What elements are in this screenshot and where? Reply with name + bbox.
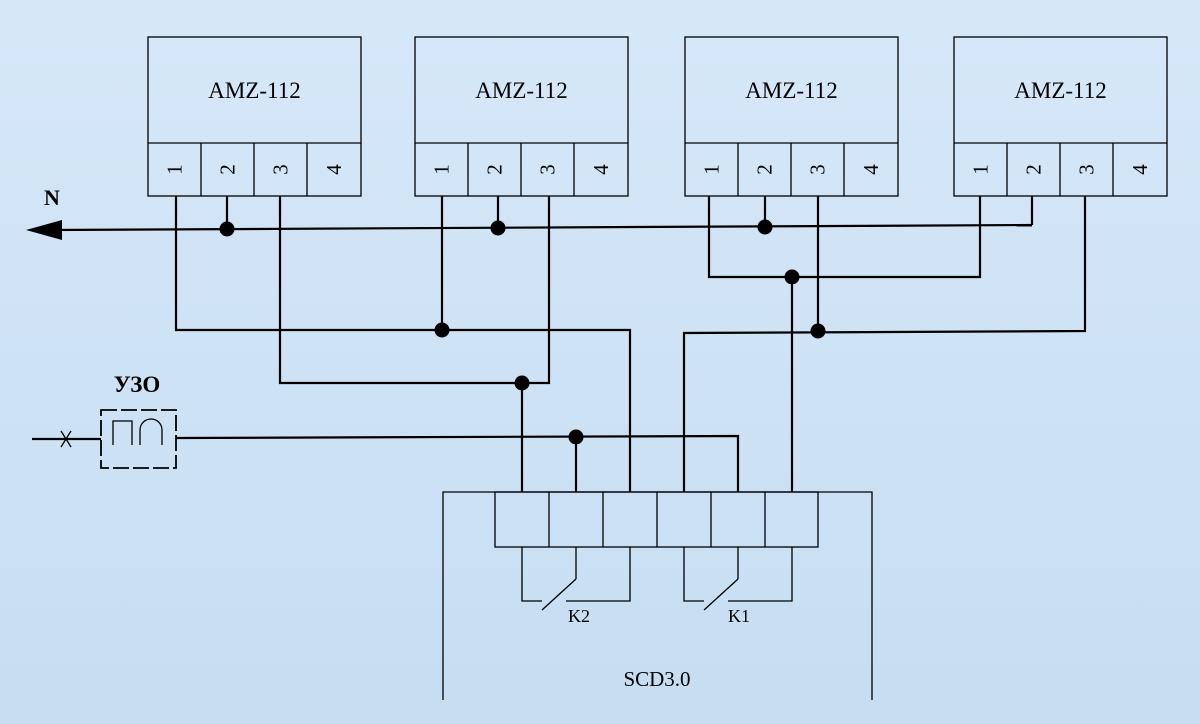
relay-k1: K1 <box>683 547 793 626</box>
controller-label: SCD3.0 <box>623 667 690 691</box>
rcd-label: УЗО <box>114 372 161 397</box>
amz-module-2-terminal-4: 4 <box>589 164 613 175</box>
amz-module-3: AMZ-112 1 2 3 4 <box>684 36 899 197</box>
relay-k2-label: K2 <box>568 606 590 626</box>
amz-module-1: AMZ-112 1 2 3 4 <box>147 36 362 197</box>
amz-module-3-terminal-3: 3 <box>806 164 830 175</box>
rcd-device: УЗО <box>32 372 177 469</box>
amz-module-2-title: AMZ-112 <box>475 78 567 103</box>
amz-module-2-terminal-3: 3 <box>536 164 560 175</box>
scd-controller: K2 K1 SCD3.0 <box>442 491 873 700</box>
amz-module-3-title: AMZ-112 <box>745 78 837 103</box>
wiring <box>174 196 1087 492</box>
amz-module-4-terminal-2: 2 <box>1022 164 1046 175</box>
amz-module-3-terminal-4: 4 <box>859 164 883 175</box>
neutral-label: N <box>44 185 60 210</box>
relay-k1-label: K1 <box>728 606 750 626</box>
amz-module-1-terminal-2: 2 <box>216 164 240 175</box>
amz-module-4-terminal-3: 3 <box>1075 164 1099 175</box>
relay-k2: K2 <box>521 547 631 626</box>
amz-module-4-title: AMZ-112 <box>1014 78 1106 103</box>
disconnect-x-icon <box>60 430 72 448</box>
amz-module-3-terminal-1: 1 <box>700 164 724 175</box>
amz-module-1-terminal-4: 4 <box>322 164 346 175</box>
amz-module-4-terminal-4: 4 <box>1128 164 1152 175</box>
amz-module-2: AMZ-112 1 2 3 4 <box>414 36 629 197</box>
amz-module-1-terminal-1: 1 <box>163 164 187 175</box>
amz-module-2-terminal-1: 1 <box>430 164 454 175</box>
amz-module-2-terminal-2: 2 <box>483 164 507 175</box>
amz-module-1-terminal-3: 3 <box>269 164 293 175</box>
amz-module-1-title: AMZ-112 <box>208 78 300 103</box>
amz-module-3-terminal-2: 2 <box>753 164 777 175</box>
neutral-arrow-icon <box>26 220 62 240</box>
junction-dots <box>219 219 826 445</box>
neutral-bus: N <box>26 185 1034 240</box>
amz-module-4: AMZ-112 1 2 3 4 <box>953 36 1168 197</box>
amz-module-4-terminal-1: 1 <box>969 164 993 175</box>
